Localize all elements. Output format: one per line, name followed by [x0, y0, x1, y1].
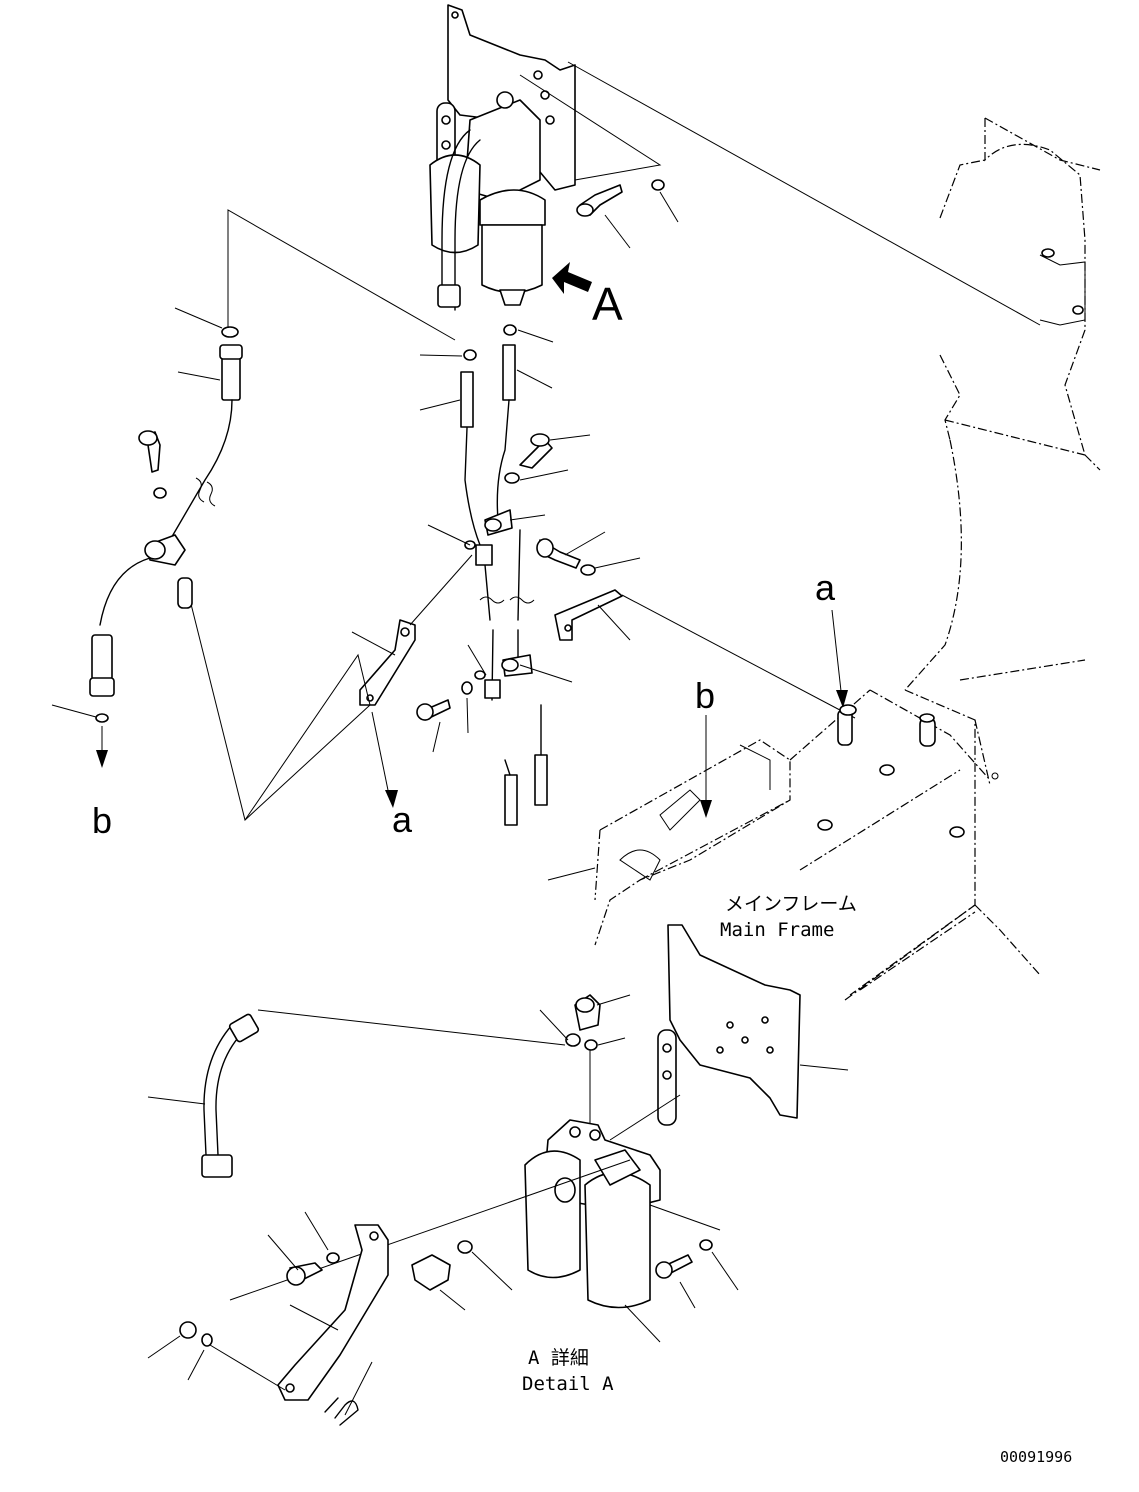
main-frame-jp-label: メインフレーム [725, 893, 857, 915]
detail-a-en-label: Detail A [522, 1373, 614, 1395]
ref-b-right-label: b [695, 675, 715, 716]
ref-a-bottom-label: a [392, 799, 413, 840]
ref-a-top-label: a [815, 567, 836, 608]
frame-references: a b メインフレーム Main Frame [547, 567, 857, 941]
main-frame-en-label: Main Frame [720, 919, 834, 941]
ref-b-left-label: b [92, 800, 112, 841]
drawing-number: 00091996 [1000, 1448, 1072, 1466]
view-a-label: A [592, 278, 623, 330]
left-hose: b [51, 344, 243, 841]
top-fuel-filter-assembly: A [429, 4, 1041, 330]
detail-a-assembly: A 詳細 Detail A [147, 924, 849, 1426]
detail-a-jp-label: A 詳細 [528, 1347, 589, 1369]
main-frame [594, 117, 1101, 1001]
fuel-hoses: a [174, 209, 856, 840]
